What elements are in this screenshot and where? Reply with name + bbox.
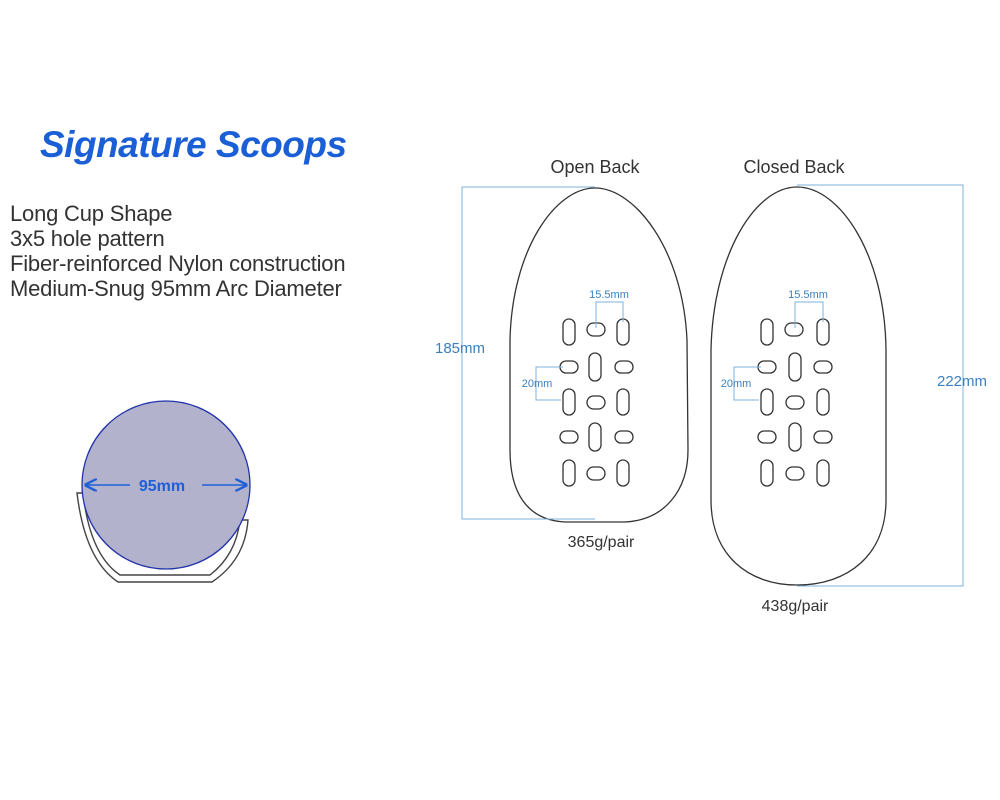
page-title: Signature Scoops xyxy=(40,124,347,165)
closed-back-scoop: Closed Back 15.5mm 20mm 222mm 438g/pair xyxy=(710,157,987,615)
feature-item: Medium-Snug 95mm Arc Diameter xyxy=(10,276,342,301)
open-back-scoop: Open Back 15.5mm 20mm 185mm 365g/pair xyxy=(435,157,689,551)
closed-back-label: Closed Back xyxy=(743,157,845,177)
arc-diameter-diagram: 95mm xyxy=(76,400,251,583)
open-back-hole-grid xyxy=(559,318,634,487)
closed-back-height-label: 222mm xyxy=(937,373,987,390)
scoop-cross-section xyxy=(76,492,249,583)
arc-circle xyxy=(81,400,251,570)
feature-item: 3x5 hole pattern xyxy=(10,226,165,251)
feature-list: Long Cup Shape 3x5 hole pattern Fiber-re… xyxy=(10,201,346,301)
open-back-height-label: 185mm xyxy=(435,340,485,357)
feature-item: Long Cup Shape xyxy=(10,201,173,226)
closed-back-horizontal-spacing-line xyxy=(794,301,824,328)
open-back-vertical-spacing-line xyxy=(535,366,563,401)
open-back-label: Open Back xyxy=(550,157,640,177)
closed-back-vertical-spacing-line xyxy=(733,366,761,401)
open-back-vertical-spacing-label: 20mm xyxy=(522,378,553,390)
closed-back-outline xyxy=(710,186,887,586)
open-back-horizontal-spacing-label: 15.5mm xyxy=(589,289,629,301)
closed-back-hole-grid xyxy=(757,318,833,487)
open-back-height-dimension xyxy=(461,186,595,520)
open-back-weight-label: 365g/pair xyxy=(568,534,635,551)
feature-item: Fiber-reinforced Nylon construction xyxy=(10,251,346,276)
closed-back-weight-label: 438g/pair xyxy=(762,598,829,615)
arc-diameter-label: 95mm xyxy=(139,478,185,495)
closed-back-vertical-spacing-label: 20mm xyxy=(721,378,752,390)
closed-back-height-dimension xyxy=(797,184,964,587)
closed-back-horizontal-spacing-label: 15.5mm xyxy=(788,289,828,301)
open-back-horizontal-spacing-line xyxy=(595,301,624,328)
